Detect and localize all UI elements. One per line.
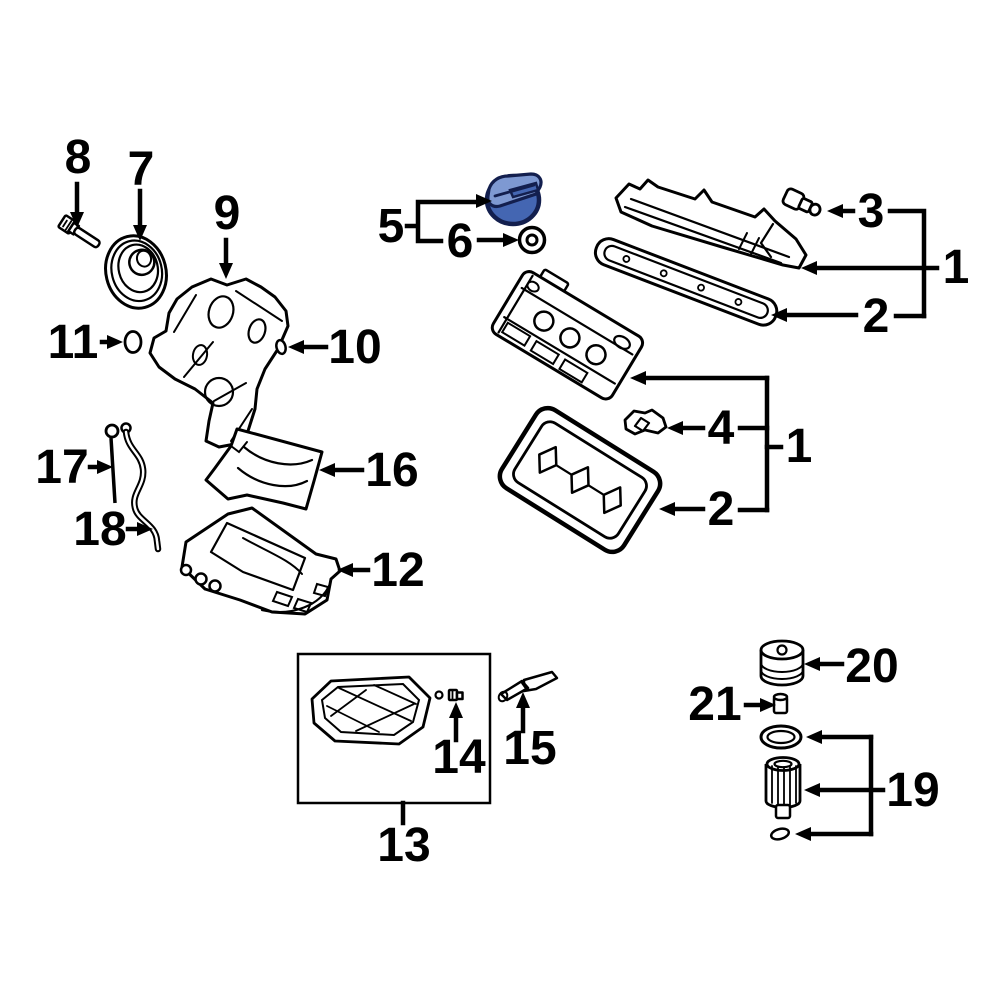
part-4-bracket-drawing <box>623 408 668 436</box>
leader-15 <box>516 692 530 734</box>
callout-21[interactable]: 21 <box>688 678 741 731</box>
part-20-filter-cap-drawing <box>759 639 805 687</box>
arrow-18 <box>137 522 153 536</box>
part-9-timing-cover-drawing <box>148 277 290 449</box>
callout-10[interactable]: 10 <box>328 321 381 374</box>
callout-12[interactable]: 12 <box>371 544 424 597</box>
arrow-9 <box>219 263 233 279</box>
arrow-2b <box>659 502 675 516</box>
part-8-bolt-drawing <box>57 214 101 249</box>
arrow-8 <box>70 212 84 228</box>
callout-2-left[interactable]: 2 <box>708 483 735 536</box>
arrow-16 <box>319 463 335 477</box>
arrow-4 <box>667 421 683 435</box>
leader-3-1-2-bracket <box>771 204 940 322</box>
part-5-oil-filler-cap-drawing[interactable] <box>484 172 543 227</box>
part-15-nozzle-drawing <box>497 670 559 703</box>
callout-14[interactable]: 14 <box>432 731 486 784</box>
leader-14 <box>449 702 463 743</box>
leader-19-bracket <box>795 730 886 841</box>
callout-18[interactable]: 18 <box>73 503 126 556</box>
arrow-2a <box>771 308 787 322</box>
part-17-dipstick-drawing <box>104 423 120 504</box>
leader-12 <box>337 563 371 577</box>
arrow-15 <box>516 692 530 708</box>
callout-5[interactable]: 5 <box>378 200 405 253</box>
leader-20 <box>804 657 845 671</box>
arrow-17 <box>97 460 113 474</box>
leader-16 <box>319 463 365 477</box>
callout-17[interactable]: 17 <box>35 441 88 494</box>
leader-9 <box>219 237 233 279</box>
callout-1-right[interactable]: 1 <box>943 241 970 294</box>
callout-9[interactable]: 9 <box>214 187 241 240</box>
arrow-12 <box>337 563 353 577</box>
callout-7[interactable]: 7 <box>128 143 155 196</box>
callout-11[interactable]: 11 <box>48 316 99 369</box>
callout-4[interactable]: 4 <box>708 402 735 455</box>
part-6-seal-washer-drawing <box>517 225 547 255</box>
arrow-21 <box>760 698 776 712</box>
arrow-19a <box>806 730 822 744</box>
leader-7 <box>133 188 147 241</box>
arrow-1b <box>630 371 646 385</box>
arrow-20 <box>804 657 820 671</box>
leader-21 <box>743 698 776 712</box>
leader-18 <box>125 522 153 536</box>
part-1-valve-cover-right-drawing <box>614 178 808 270</box>
part-11-seal-drawing <box>123 330 143 354</box>
part-7-crankshaft-pulley-drawing <box>104 234 168 310</box>
part-3-plug-drawing <box>781 187 822 217</box>
arrow-5 <box>476 194 492 208</box>
callout-20[interactable]: 20 <box>845 640 898 693</box>
callout-8[interactable]: 8 <box>65 131 92 184</box>
arrow-19c <box>795 827 811 841</box>
arrow-14 <box>449 702 463 718</box>
part-14-drain-plug-drawing <box>434 688 464 702</box>
callout-2-right[interactable]: 2 <box>863 290 890 343</box>
leader-1-4-2-bracket <box>630 371 784 516</box>
part-19-filter-kit-drawing <box>759 724 803 841</box>
part-2-valve-cover-gasket-left-drawing <box>497 405 663 555</box>
part-1-valve-cover-left-drawing <box>490 268 645 401</box>
callout-16[interactable]: 16 <box>365 444 418 497</box>
part-16-baffle-drawing <box>204 427 324 511</box>
arrow-7 <box>133 225 147 241</box>
callout-6[interactable]: 6 <box>447 215 474 268</box>
arrow-19b <box>804 783 820 797</box>
arrow-3 <box>827 204 843 218</box>
leader-8 <box>70 181 84 228</box>
part-18-dipstick-tube-drawing <box>120 422 162 553</box>
part-13-lower-oil-pan-drawing <box>310 675 432 746</box>
callout-1-left[interactable]: 1 <box>786 420 813 473</box>
part-13-frame-box <box>296 652 492 805</box>
arrow-6 <box>503 233 519 247</box>
arrow-11 <box>107 335 123 349</box>
leader-10 <box>288 340 329 354</box>
leader-5-6-bracket <box>404 194 519 247</box>
part-21-insert-drawing <box>772 692 789 715</box>
leader-11 <box>99 335 123 349</box>
callout-15[interactable]: 15 <box>503 722 556 775</box>
part-10-seal-drawing <box>275 338 287 356</box>
arrow-10 <box>288 340 304 354</box>
callout-13[interactable]: 13 <box>377 819 430 872</box>
leader-17 <box>87 460 113 474</box>
arrow-1a <box>801 261 817 275</box>
part-12-upper-oil-pan-drawing <box>179 506 342 616</box>
callout-19[interactable]: 19 <box>886 764 939 817</box>
callout-3[interactable]: 3 <box>858 185 885 238</box>
